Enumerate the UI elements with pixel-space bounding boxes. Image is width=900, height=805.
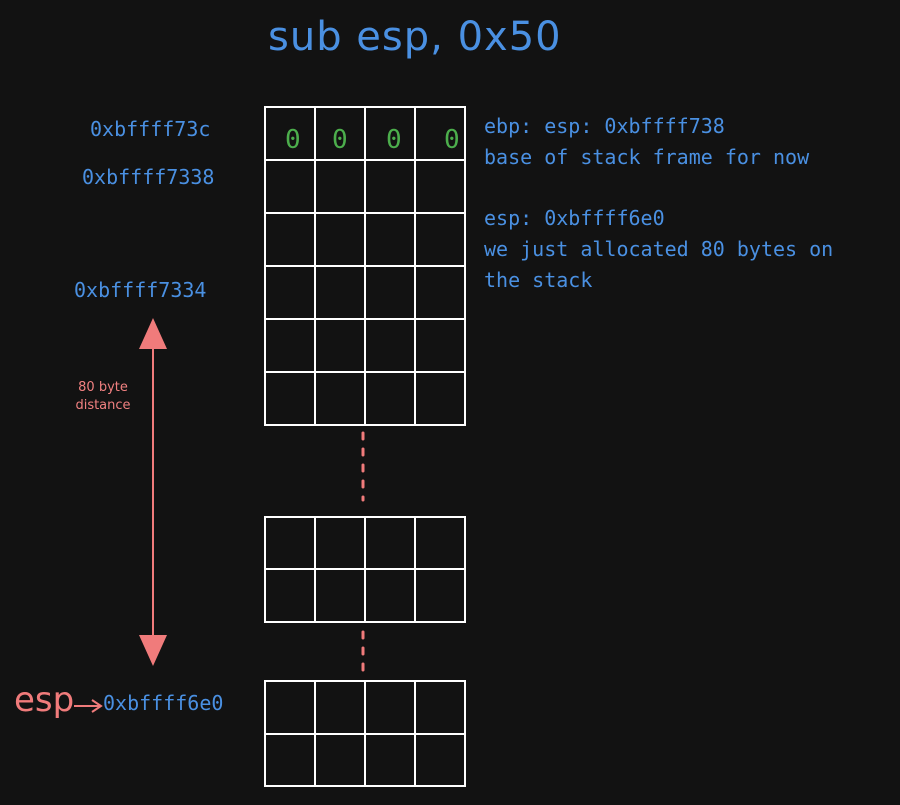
esp-note-line: the stack: [484, 268, 593, 292]
top-row-value: 0: [444, 125, 460, 155]
distance-arrow-head-down: [139, 635, 167, 666]
distance-arrow-head-up: [139, 318, 167, 349]
esp-pointer-head: [91, 699, 103, 713]
esp-note-line: esp: 0xbffff6e0: [484, 206, 665, 230]
diagram-title: sub esp, 0x50: [268, 14, 562, 60]
address-label-top: 0xbffff73c: [90, 117, 211, 141]
top-row-value: 0: [386, 125, 402, 155]
ebp-note-line: base of stack frame for now: [484, 145, 810, 169]
esp-note: esp: 0xbffff6e0 we just allocated 80 byt…: [484, 203, 833, 296]
address-label-bottom: 0xbffff6e0: [103, 691, 224, 715]
stack-grid-middle: [264, 516, 466, 623]
esp-pointer-arrow: [74, 699, 103, 713]
esp-note-line: we just allocated 80 bytes on: [484, 237, 834, 261]
ebp-note-line: ebp: esp: 0xbffff738: [484, 114, 725, 138]
address-label-row4: 0xbffff7334: [74, 278, 207, 302]
distance-label: 80 byte distance: [62, 379, 144, 415]
ebp-note: ebp: esp: 0xbffff738 base of stack frame…: [484, 111, 809, 173]
address-label-row2: 0xbffff7338: [82, 165, 215, 189]
stack-grid-bottom: [264, 680, 466, 787]
distance-label-line: distance: [75, 398, 131, 413]
esp-register-label: esp: [14, 680, 75, 720]
top-row-value: 0: [285, 125, 301, 155]
stack-grid-top: [264, 106, 466, 426]
distance-arrow: [139, 318, 167, 666]
top-row-value: 0: [332, 125, 348, 155]
distance-label-line: 80 byte: [78, 380, 128, 395]
